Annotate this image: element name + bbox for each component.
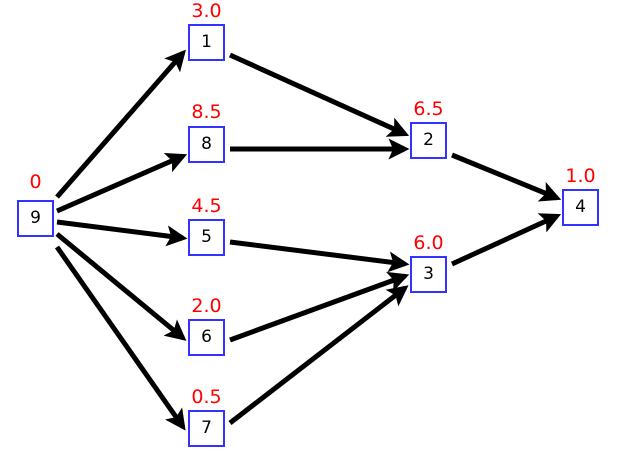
graph-edge-6-to-3 — [229, 271, 410, 343]
graph-edge-9-to-6 — [55, 232, 187, 341]
node-annotation-8: 8.5 — [191, 101, 222, 123]
graph-node-1[interactable]: 1 — [188, 24, 225, 61]
graph-edge-9-to-8 — [55, 152, 188, 214]
node-annotation-4: 1.0 — [565, 165, 596, 187]
graph-edge-3-to-4 — [450, 213, 562, 267]
node-annotation-9: 0 — [29, 171, 42, 193]
graph-node-6[interactable]: 6 — [188, 319, 225, 356]
graph-node-9[interactable]: 9 — [17, 200, 54, 237]
graph-node-4[interactable]: 4 — [562, 189, 599, 226]
graph-edge-2-to-4 — [451, 152, 562, 202]
graph-node-7[interactable]: 7 — [188, 410, 225, 447]
graph-node-8[interactable]: 8 — [188, 126, 225, 163]
edges-group — [54, 49, 562, 431]
graph-edge-5-to-3 — [229, 239, 410, 273]
graph-edge-9-to-1 — [55, 49, 186, 199]
graph-edge-1-to-2 — [228, 52, 410, 137]
node-annotation-1: 3.0 — [191, 0, 222, 22]
graph-edge-9-to-5 — [56, 219, 188, 247]
graph-node-3[interactable]: 3 — [410, 256, 447, 293]
node-annotation-7: 0.5 — [191, 386, 222, 408]
graph-node-2[interactable]: 2 — [410, 122, 447, 159]
node-annotation-6: 2.0 — [191, 295, 222, 317]
node-annotation-3: 6.0 — [413, 232, 444, 254]
graph-edge-9-to-7 — [54, 245, 186, 431]
graph-edge-7-to-3 — [228, 285, 409, 425]
node-annotation-2: 6.5 — [413, 98, 444, 120]
node-annotation-5: 4.5 — [191, 195, 222, 217]
graph-node-5[interactable]: 5 — [188, 219, 225, 256]
